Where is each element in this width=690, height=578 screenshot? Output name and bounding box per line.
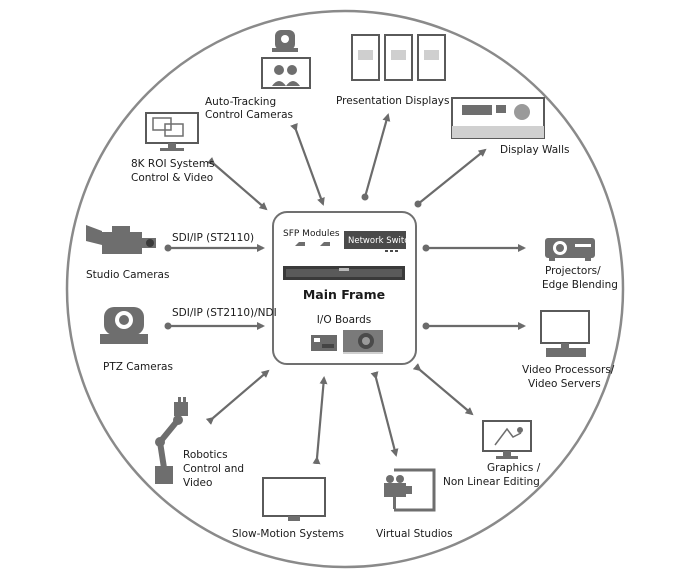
roi-8k-label-2: Control & Video (131, 172, 213, 184)
slow-motion-label: Slow-Motion Systems (232, 528, 344, 540)
roi-8k-label-1: 8K ROI Systems (131, 158, 215, 170)
sfp-modules-label: SFP Modules (283, 229, 340, 239)
center-box (272, 211, 417, 365)
ptz-cameras-label: PTZ Cameras (103, 361, 173, 373)
display-walls-label: Display Walls (500, 144, 570, 156)
video-processor-icon (540, 310, 590, 357)
arrow-robotics (205, 369, 270, 425)
projector-icon (545, 238, 595, 261)
graphics-label-1: Graphics / (487, 462, 541, 474)
center-hub: SFP Modules Network Switch Main Frame I/… (272, 211, 417, 365)
graphics-label-2: Non Linear Editing (443, 476, 540, 488)
video-processors-label-2: Video Servers (528, 378, 601, 390)
main-frame-icon (283, 266, 405, 280)
link-label-sdi-ip: SDI/IP (ST2110) (172, 232, 254, 244)
graphics-monitor-icon (482, 420, 532, 459)
projectors-label-1: Projectors/ (545, 265, 601, 277)
robotics-label-3: Video (183, 477, 212, 489)
presentation-displays-icon (351, 34, 446, 81)
arrow-graphics (412, 363, 474, 416)
network-switch-box: Network Switch (344, 231, 414, 252)
projectors-label-2: Edge Blending (542, 279, 618, 291)
arrow-slow-motion (312, 376, 328, 465)
auto-tracking-camera-icon (261, 30, 311, 89)
arrow-virtual-studios (370, 371, 399, 457)
outer-circle (65, 9, 625, 569)
virtual-studio-icon (384, 468, 436, 512)
link-label-sdi-ip-ndi: SDI/IP (ST2110)/NDI (172, 307, 277, 319)
main-frame-label: Main Frame (303, 287, 385, 302)
sfp-module-icon (283, 242, 330, 246)
connection-arrows (164, 113, 526, 465)
arrow-8k-roi (206, 157, 268, 211)
slow-motion-monitor-icon (262, 477, 326, 521)
io-board-icon (311, 330, 383, 354)
virtual-studios-label: Virtual Studios (376, 528, 453, 540)
ptz-camera-icon (100, 307, 148, 344)
robotics-label-1: Robotics (183, 449, 228, 461)
arrow-presentation (361, 113, 391, 201)
studio-cameras-label: Studio Cameras (86, 269, 169, 281)
network-switch-label: Network Switch (348, 236, 414, 246)
arrow-auto-tracking (290, 122, 325, 206)
presentation-displays-label: Presentation Displays (336, 95, 449, 107)
robotic-arm-icon (155, 397, 188, 484)
display-walls-icon (451, 97, 545, 139)
auto-tracking-label-1: Auto-Tracking (205, 96, 276, 108)
video-processors-label-1: Video Processors/ (522, 364, 615, 376)
auto-tracking-label-2: Control Cameras (205, 109, 293, 121)
robotics-label-2: Control and (183, 463, 244, 475)
io-boards-label: I/O Boards (317, 314, 372, 326)
roi-8k-icon (145, 112, 199, 151)
studio-camera-icon (86, 225, 156, 254)
arrow-display-walls (414, 148, 487, 208)
